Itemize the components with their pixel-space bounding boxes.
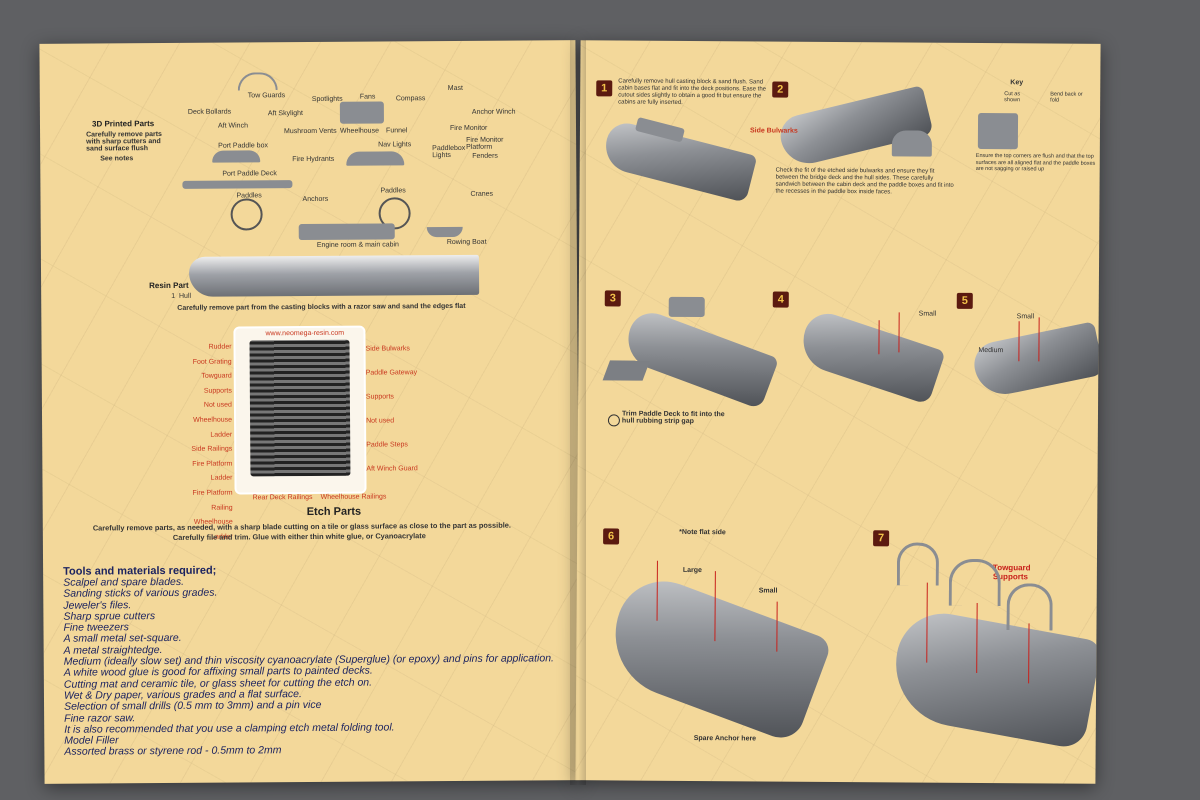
step-3-badge: 3 (604, 290, 621, 307)
tools-materials-list: Tools and materials required; Scalpel an… (63, 562, 564, 759)
step-2-text: Check the fit of the etched side bulwark… (775, 167, 954, 196)
engine-room-part (298, 223, 395, 241)
key-title: Key (1010, 79, 1024, 87)
step-1-badge: 1 (596, 80, 613, 97)
starboard-paddle-box-part (346, 151, 405, 166)
label-rowing-boat: Rowing Boat (446, 238, 487, 247)
step-1-text: Carefully remove hull casting block & sa… (618, 78, 767, 106)
note-flat-side: *Note flat side (679, 528, 726, 537)
step-2-badge: 2 (772, 81, 789, 98)
etch-url: www.neomega-resin.com (265, 329, 345, 338)
hull-label: 1 Hull (171, 292, 192, 300)
label-anchor-winch: Anchor Winch (471, 108, 516, 116)
label-compass: Compass (395, 95, 426, 103)
step-4-small-label: Small (918, 310, 937, 318)
step-2-paddle-box-render (891, 130, 932, 157)
label-fenders: Fenders (472, 152, 498, 160)
right-instruction-page: 1 Carefully remove hull casting block & … (575, 40, 1101, 784)
label-spotlights: Spotlights (311, 95, 343, 103)
step-6-badge: 6 (603, 528, 620, 545)
step-3-paddle-deck-render (602, 360, 650, 381)
no-entry-icon (607, 414, 620, 427)
paddle-wheel-part (230, 198, 263, 231)
see-notes: See notes (100, 155, 134, 163)
etch-fret-parts (249, 339, 351, 477)
key-bend: Bend back or fold (1050, 91, 1083, 104)
left-instruction-page: 3D Printed Parts Carefully remove parts … (39, 40, 581, 784)
label-nav-lights: Nav Lights (378, 141, 412, 149)
step-3-note: Trim Paddle Deck to fit into the hull ru… (621, 410, 725, 425)
port-paddle-box-part (212, 150, 261, 163)
etch-label-rear-deck: Rear Deck Railings (252, 493, 313, 502)
label-wheelhouse: Wheelhouse (340, 127, 379, 135)
label-fire-monitor: Fire Monitor (449, 124, 488, 133)
paddle-deck-part (182, 180, 293, 189)
side-bulwarks-label: Side Bulwarks (749, 127, 798, 135)
step-5-small-label: Small (1016, 313, 1035, 321)
resin-hull-part (188, 254, 480, 297)
step-5-badge: 5 (956, 292, 973, 309)
step-3-wheelhouse-render (668, 296, 705, 318)
etch-label-wheelhouse-railings: Wheelhouse Railings (320, 493, 387, 501)
wheelhouse-part (339, 101, 384, 124)
booklet-spine-fold (570, 40, 586, 785)
label-funnel: Funnel (386, 127, 408, 135)
etch-fret: www.neomega-resin.com (233, 325, 367, 495)
label-deck-bollards: Deck Bollards (187, 108, 232, 116)
step-2-corner-render (977, 112, 1019, 150)
step-4-badge: 4 (772, 291, 789, 308)
rowing-boat-part (426, 226, 463, 238)
label-engine-room: Engine room & main cabin (316, 241, 399, 249)
step-5-medium-label: Medium (978, 346, 1004, 355)
label-anchors: Anchors (302, 195, 329, 204)
label-mushroom-vents: Mushroom Vents (284, 127, 337, 136)
spare-anchor-label: Spare Anchor here (693, 735, 757, 743)
label-fire-hydrants: Fire Hydrants (292, 155, 335, 164)
resin-part-title: Resin Part (149, 280, 189, 291)
label-aft-skylight: Aft Skylight (267, 110, 303, 118)
step-7-badge: 7 (873, 530, 890, 547)
label-aft-winch: Aft Winch (217, 122, 248, 130)
label-fans: Fans (359, 93, 376, 101)
label-port-paddle-deck: Port Paddle Deck (222, 170, 277, 178)
step-6-large-label: Large (682, 566, 702, 575)
towguard-render (896, 542, 940, 586)
label-paddlebox-lights: Paddlebox Lights (432, 144, 466, 160)
label-port-paddle-box: Port Paddle box (218, 142, 268, 150)
label-paddles-2: Paddles (380, 187, 406, 195)
label-tow-guards: Tow Guards (247, 92, 286, 100)
etch-note-2: Carefully file and trim. Glue with eithe… (172, 531, 426, 542)
etch-labels-left: Rudder Foot Grating Towguard Supports No… (191, 343, 233, 541)
etch-parts-title: Etch Parts (306, 505, 362, 519)
printed-parts-title: 3D Printed Parts (91, 119, 155, 129)
step-6-small-label: Small (758, 587, 778, 595)
label-fire-monitor-platform: Fire Monitor Platform (466, 136, 504, 151)
towguard-render-3 (1006, 583, 1053, 631)
printed-parts-note: Carefully remove parts with sharp cutter… (86, 131, 162, 153)
etch-labels-right: Side Bulwarks Paddle Gateway Supports No… (365, 345, 418, 473)
label-mast: Mast (447, 84, 463, 93)
label-cranes: Cranes (470, 190, 494, 198)
step-2-note: Ensure the top corners are flush and tha… (975, 152, 1096, 173)
key-cut: Cut as shown (1004, 91, 1021, 104)
towguard-render-2 (948, 558, 1001, 607)
